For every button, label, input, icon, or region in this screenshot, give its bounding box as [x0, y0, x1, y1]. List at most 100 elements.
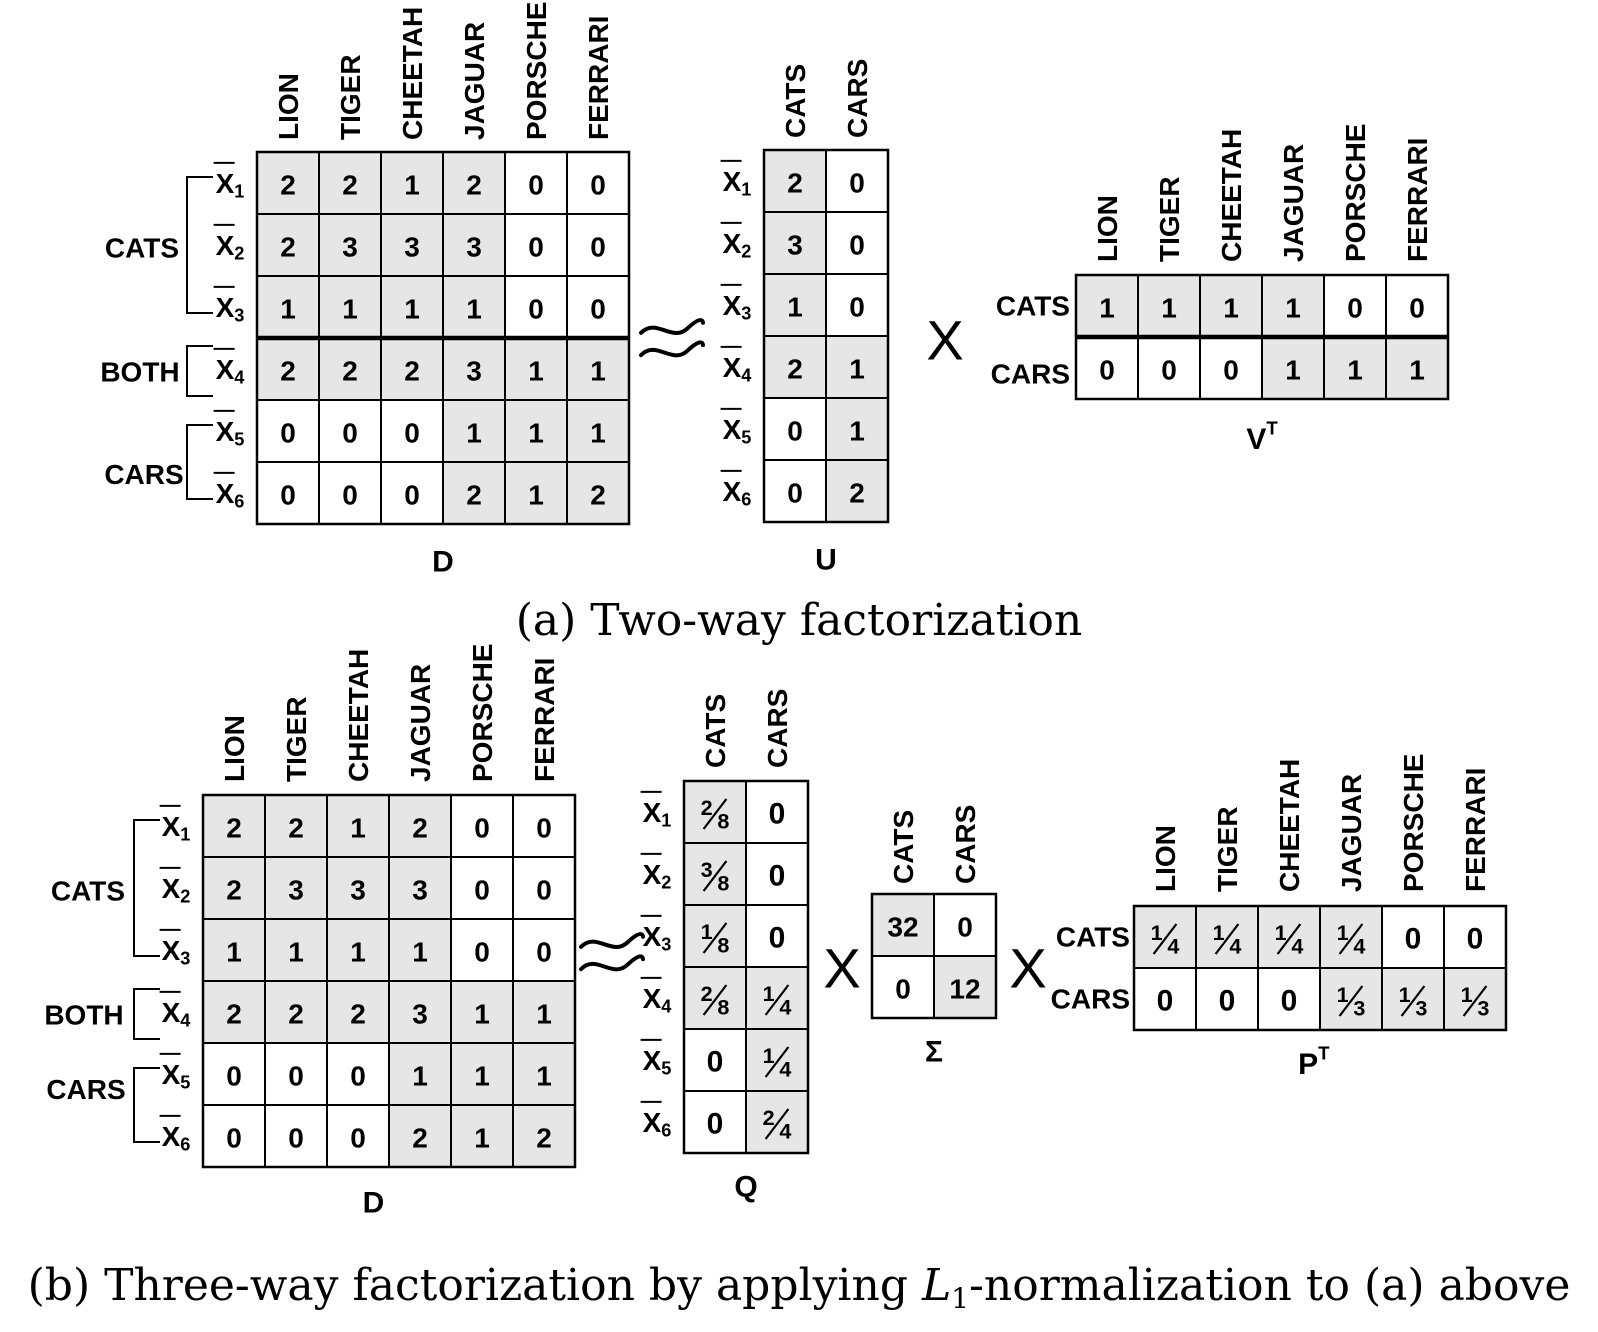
- cell-value: 3: [404, 232, 420, 263]
- column-header: JAGUAR: [459, 22, 490, 140]
- label-sigma: Σ: [925, 1036, 943, 1069]
- matrix-cell: [1319, 905, 1383, 969]
- row-label: X6: [723, 476, 752, 510]
- cell-value: 0: [707, 1046, 724, 1079]
- matrix-cell: [264, 980, 328, 1044]
- cell-value: 2: [849, 478, 865, 509]
- bracket-cars: [186, 424, 213, 500]
- cell-value: 0: [474, 937, 490, 968]
- cell-value: 0: [288, 1061, 304, 1092]
- cell-value: 3: [787, 230, 803, 261]
- cell-value: 0: [1099, 355, 1115, 386]
- cell-value: 0: [707, 1108, 724, 1141]
- cell-value: 1: [590, 418, 606, 449]
- cell-value: 2: [280, 232, 296, 263]
- matrix-cell: [745, 904, 809, 968]
- cell-value: 0: [895, 974, 911, 1005]
- matrix-cell: [504, 399, 568, 463]
- cell-value: 1: [288, 937, 304, 968]
- cell-value: 0: [769, 860, 786, 893]
- row-label: X2: [162, 873, 191, 907]
- fraction-numerator: 2: [763, 1105, 775, 1130]
- matrix-cell: [512, 1104, 576, 1168]
- matrix-cell: [450, 980, 514, 1044]
- matrix-cell: [450, 918, 514, 982]
- matrix-cell: [388, 856, 452, 920]
- fraction-slash: [764, 984, 790, 1016]
- cell-value: 12: [949, 974, 980, 1005]
- fraction-numerator: 1: [1213, 920, 1225, 945]
- column-header: FERRARI: [1402, 138, 1433, 262]
- column-header: CATS: [780, 64, 811, 138]
- fraction-denominator: 3: [1353, 996, 1365, 1021]
- fraction-slash: [1462, 985, 1488, 1017]
- cell-value: 0: [536, 813, 552, 844]
- cell-value: 1: [466, 294, 482, 325]
- fraction-denominator: 3: [1477, 996, 1489, 1021]
- matrix-cell: [264, 856, 328, 920]
- column-header: LION: [273, 73, 304, 140]
- matrix-cell: [1261, 336, 1325, 400]
- fraction-numerator: 1: [763, 1043, 775, 1068]
- cell-value: 0: [226, 1061, 242, 1092]
- fraction-denominator: 8: [717, 933, 729, 958]
- cell-value: 0: [1409, 293, 1425, 324]
- matrix-cell: [1257, 905, 1321, 969]
- fraction-numerator: 1: [701, 919, 713, 944]
- cell-value: 0: [1347, 293, 1363, 324]
- matrix-cell: [1385, 336, 1449, 400]
- cell-value: 0: [350, 1123, 366, 1154]
- fraction-slash: [702, 798, 728, 830]
- cell-value: 0: [787, 478, 803, 509]
- fraction-slash: [702, 860, 728, 892]
- cell-value: 0: [849, 168, 865, 199]
- cell-value: 1: [1223, 293, 1239, 324]
- column-header: LION: [1092, 195, 1123, 262]
- fraction-denominator: 8: [717, 871, 729, 896]
- row-label: X1: [216, 168, 245, 202]
- matrix-cell: [1323, 274, 1387, 338]
- cell-value: 0: [342, 480, 358, 511]
- matrix-cell: [326, 1104, 390, 1168]
- matrix-cell: [1323, 336, 1387, 400]
- cell-value: 1: [849, 416, 865, 447]
- label-vt: VT: [1246, 417, 1278, 455]
- cell-value: 1: [280, 294, 296, 325]
- column-header: CHEETAH: [397, 7, 428, 140]
- caption-b-var: L: [921, 1260, 951, 1311]
- times-sign-a: X: [926, 309, 963, 372]
- cell-value: 0: [536, 937, 552, 968]
- column-header: FERRARI: [529, 658, 560, 782]
- bracket-both: [186, 345, 213, 397]
- group-label-cars: CARS: [104, 459, 183, 490]
- cell-value: 14: [1213, 920, 1242, 959]
- column-header: CARS: [842, 59, 873, 138]
- row-label: X2: [216, 230, 245, 264]
- column-header: CHEETAH: [1216, 129, 1247, 262]
- row-label: X1: [162, 811, 191, 845]
- cell-value: 2: [590, 480, 606, 511]
- cell-value: 0: [1405, 923, 1422, 956]
- cell-value: 0: [288, 1123, 304, 1154]
- fraction-denominator: 4: [779, 1057, 791, 1082]
- fraction-slash: [1338, 985, 1364, 1017]
- fraction-numerator: 2: [701, 981, 713, 1006]
- cell-value: 14: [763, 981, 792, 1020]
- cell-value: 2: [412, 1123, 428, 1154]
- matrix-cell: [683, 904, 747, 968]
- matrix-cell: [763, 335, 827, 399]
- cell-value: 14: [1151, 920, 1180, 959]
- matrix-cell: [566, 213, 630, 277]
- cell-value: 1: [466, 418, 482, 449]
- cell-value: 1: [350, 813, 366, 844]
- cell-value: 1: [404, 170, 420, 201]
- column-header: CARS: [762, 689, 793, 768]
- cell-value: 0: [1157, 985, 1174, 1018]
- matrix-cell: [825, 335, 889, 399]
